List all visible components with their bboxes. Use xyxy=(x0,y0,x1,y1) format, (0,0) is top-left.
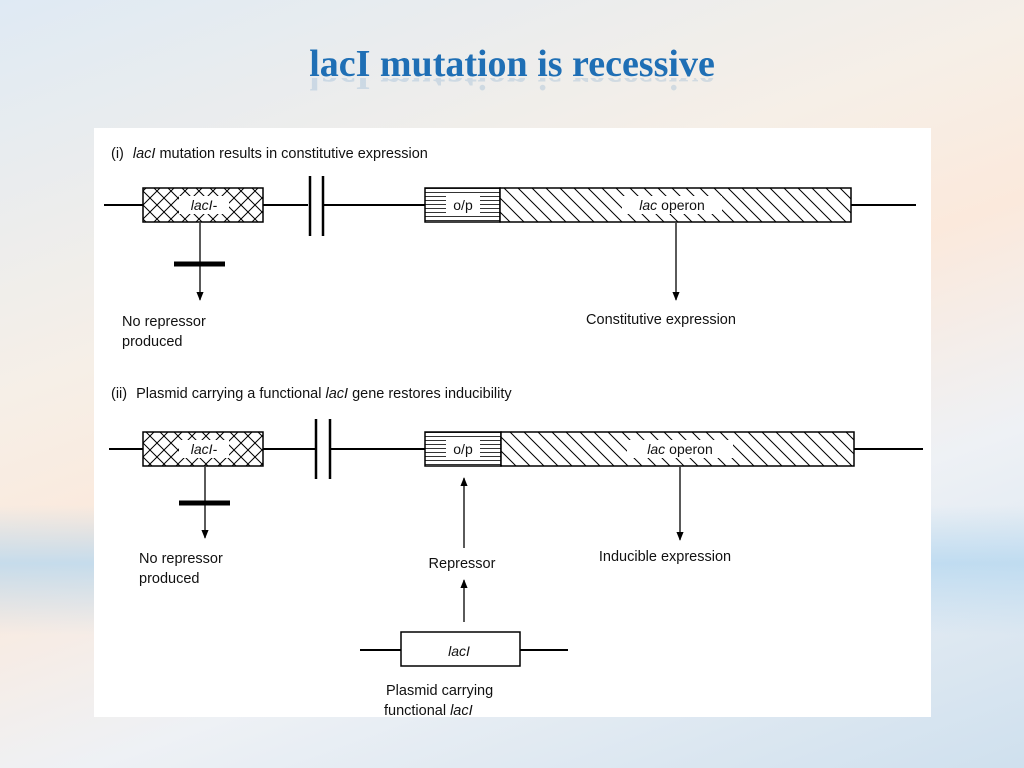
label-bg xyxy=(622,196,722,214)
constitutive-expression-label: Constitutive expression xyxy=(586,312,736,328)
op-label: o/p xyxy=(453,197,473,213)
laci-mutant-label: lacI- xyxy=(191,197,218,213)
plasmid-caption-line1: Plasmid carrying xyxy=(386,683,493,699)
label-bg xyxy=(179,440,229,458)
plasmid-laci-label: lacI xyxy=(448,643,470,659)
produced-text: produced xyxy=(122,334,182,350)
repressor-label: Repressor xyxy=(429,556,496,572)
slide-title: lacI mutation is recessive xyxy=(309,43,715,85)
laci-mutant-label: lacI- xyxy=(191,441,218,457)
op-label: o/p xyxy=(453,441,473,457)
no-repressor-text: No repressor xyxy=(139,551,223,567)
produced-text: produced xyxy=(139,571,199,587)
label-bg xyxy=(627,440,733,458)
label-bg xyxy=(446,440,480,458)
label-bg xyxy=(446,196,480,214)
laci-mutant-gene xyxy=(142,187,264,223)
inducible-expression-label: Inducible expression xyxy=(599,549,731,565)
no-repressor-text: No repressor xyxy=(122,314,206,330)
label-bg xyxy=(179,196,229,214)
lac-operon xyxy=(499,187,852,223)
plasmid-laci-gene xyxy=(400,631,521,667)
